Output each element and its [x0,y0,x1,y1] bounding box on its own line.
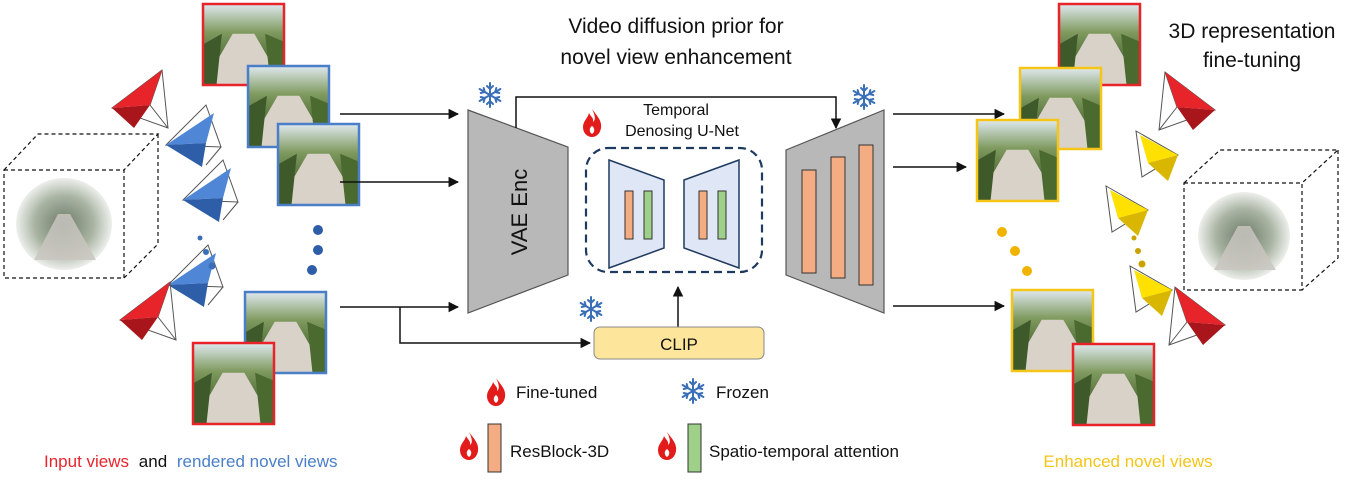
right-cameras [1105,71,1226,346]
left-scene-cube-icon [3,133,160,279]
flame-icon [583,109,602,137]
right-scene-cube-icon [1183,149,1340,291]
camera-frustum-icon [182,159,239,223]
vae-encoder-block: VAE Enc [467,109,569,314]
camera-frustum-icon [1105,185,1149,237]
legend-attention: Spatio-temporal attention [658,423,899,473]
right-title: 3D representation fine-tuning [1169,20,1336,72]
legend-frozen: Frozen [681,378,769,404]
legend-resblock-label: ResBlock-3D [510,442,609,461]
skip-connection-arrow [515,96,842,130]
legend-fine-tuned-label: Fine-tuned [516,383,597,402]
flame-icon [487,378,506,406]
center-title-line2: novel view enhancement [560,46,791,69]
caption-rendered-novel-views: rendered novel views [177,452,338,471]
unet-label-line2: Denosing U-Net [625,123,739,140]
vae-enc-label: VAE Enc [507,169,532,255]
camera-frustum-icon [119,281,177,341]
caption-and: and [139,452,167,471]
camera-frustum-icon [1168,286,1226,346]
enhanced-caption: Enhanced novel views [1043,452,1212,471]
caption-input-views: Input views [44,452,129,471]
legend-resblock: ResBlock-3D [460,423,609,473]
flame-icon [460,432,479,460]
camera-frustum-icon [165,104,222,168]
input-arrows [340,108,592,349]
temporal-unet-label: Temporal Denosing U-Net [583,102,739,140]
unet-label-line1: Temporal [643,102,709,119]
camera-frustum-icon [1158,71,1216,131]
snowflake-icon [478,82,502,108]
snowflake-icon [852,84,876,110]
output-arrows [893,108,1006,312]
input-and-rendered-frames [191,2,361,426]
camera-frustum-icon [111,69,169,129]
camera-frustum-icon [1129,265,1173,317]
legend-frozen-label: Frozen [716,383,769,402]
clip-label: CLIP [660,335,698,354]
temporal-unet-block [584,146,764,274]
clip-block: CLIP [593,326,765,360]
center-title-line1: Video diffusion prior for [568,15,783,38]
right-title-line2: fine-tuning [1203,49,1301,72]
legend-attention-label: Spatio-temporal attention [709,442,899,461]
snowflake-icon [579,296,603,322]
legend: Fine-tuned Frozen ResBlock-3D Spatio-tem… [460,378,899,473]
vae-decoder-block [785,109,885,314]
left-cameras [111,69,239,341]
snowflake-icon [681,378,705,404]
enhanced-frames [975,2,1156,427]
left-caption: Input views and rendered novel views [44,452,338,471]
camera-frustum-icon [1135,130,1179,182]
camera-frustum-icon [167,244,224,308]
center-title: Video diffusion prior for novel view enh… [560,15,791,69]
flame-icon [658,432,677,460]
right-title-line1: 3D representation [1169,20,1336,43]
legend-fine-tuned: Fine-tuned [487,378,597,406]
